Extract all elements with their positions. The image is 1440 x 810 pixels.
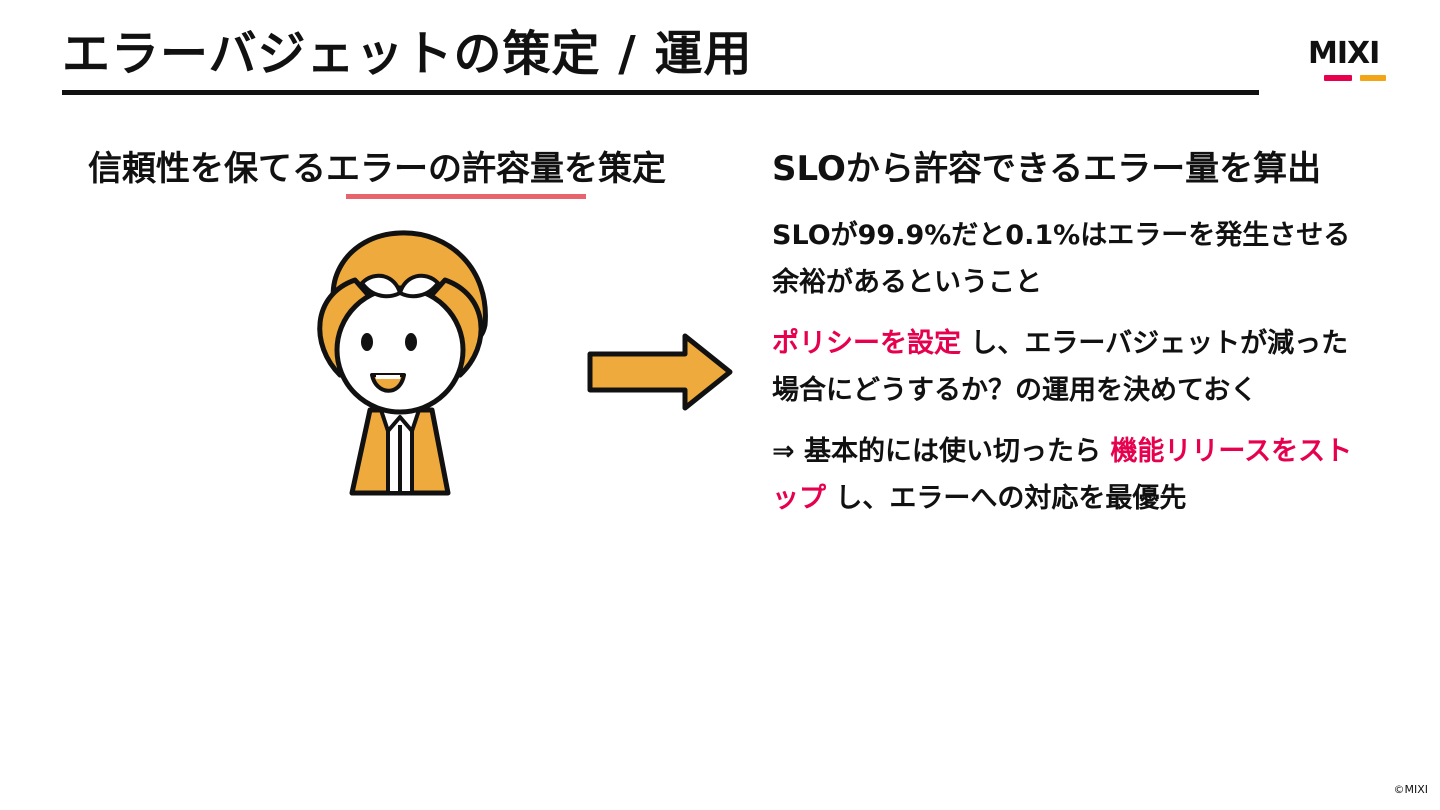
copyright: ©MIXI (1393, 783, 1428, 796)
logo-bar-yellow (1360, 75, 1386, 81)
slide-title: エラーバジェットの策定 / 運用 (62, 26, 753, 82)
release-prefix: ⇒ 基本的には使い切ったら (772, 436, 1111, 467)
left-heading-highlight: エラーの許容量 (326, 149, 564, 189)
right-column: SLOから許容できるエラー量を算出 SLOが99.9%だと0.1%はエラーを発生… (772, 140, 1372, 536)
policy-paragraph: ポリシーを設定 し、エラーバジェットが減った場合にどうするか？の運用を決めておく (772, 320, 1372, 414)
left-heading-after: を策定 (564, 149, 666, 189)
mixi-logo: MIXI (1308, 38, 1404, 86)
highlight-underline (346, 194, 586, 199)
policy-rest: し、エラーバジェットが減った場合にどうするか？の運用を決めておく (772, 328, 1349, 406)
left-heading-before: 信頼性を保てる (88, 149, 326, 189)
right-heading: SLOから許容できるエラー量を算出 (772, 149, 1322, 189)
slo-explanation: SLOが99.9%だと0.1%はエラーを発生させる余裕があるということ (772, 220, 1351, 298)
logo-text: MIXI (1308, 36, 1380, 71)
policy-accent: ポリシーを設定 (772, 328, 961, 359)
title-rule (62, 90, 1259, 95)
logo-bar-pink (1324, 75, 1352, 81)
release-accent: 機能リリースをストップ (772, 436, 1353, 514)
person-holding-head-illustration (300, 225, 500, 500)
release-rest: し、エラーへの対応を最優先 (826, 483, 1187, 514)
left-heading: 信頼性を保てるエラーの許容量を策定 (88, 140, 678, 198)
right-arrow-icon (585, 332, 735, 412)
release-stop-paragraph: ⇒ 基本的には使い切ったら 機能リリースをストップ し、エラーへの対応を最優先 (772, 428, 1372, 522)
